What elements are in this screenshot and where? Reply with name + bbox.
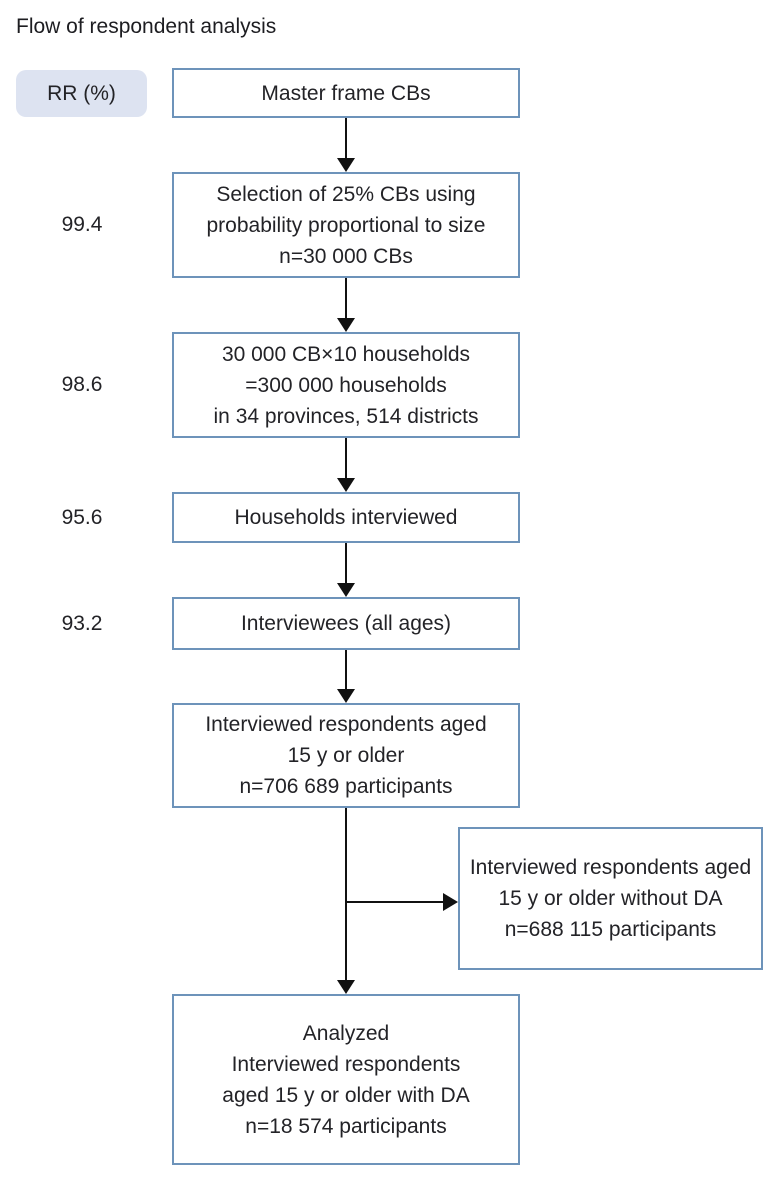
arrow-households-total-to-interviewed <box>337 438 355 492</box>
box-respondents-without-da-text: Interviewed respondents aged 15 y or old… <box>469 856 752 941</box>
box-households-total: 30 000 CB×10 households =300 000 househo… <box>172 332 520 438</box>
rr-value-interviewees: 93.2 <box>61 612 103 635</box>
rr-value-households-total: 98.6 <box>61 373 103 396</box>
box-respondents-without-da: Interviewed respondents aged 15 y or old… <box>458 827 763 970</box>
rr-value-households-interviewed: 95.6 <box>61 506 103 529</box>
box-respondents-15-or-older-text: Interviewed respondents aged 15 y or old… <box>205 713 487 798</box>
arrow-interviewees-to-15plus <box>337 650 355 703</box>
arrow-15plus-to-analyzed <box>337 808 355 994</box>
arrow-selection-to-households-total <box>337 278 355 332</box>
box-respondents-15-or-older: Interviewed respondents aged 15 y or old… <box>172 703 520 808</box>
arrow-interviewed-to-interviewees <box>337 543 355 597</box>
arrow-branch-to-without-da <box>346 893 458 911</box>
box-analyzed-with-da: Analyzed Interviewed respondents aged 15… <box>172 994 520 1165</box>
box-interviewees-all-ages: Interviewees (all ages) <box>172 597 520 650</box>
rr-percent-header-pill: RR (%) <box>16 70 147 117</box>
rr-percent-header-label: RR (%) <box>47 81 116 105</box>
figure-title: Flow of respondent analysis <box>16 15 277 38</box>
box-households-total-text: 30 000 CB×10 households =300 000 househo… <box>213 342 479 428</box>
box-households-interviewed-text: Households interviewed <box>234 506 458 529</box>
box-master-frame-cbs-text: Master frame CBs <box>261 81 431 105</box>
box-selection-25pct-cbs-text: Selection of 25% CBs using probability p… <box>206 182 486 268</box>
box-interviewees-all-ages-text: Interviewees (all ages) <box>240 612 452 635</box>
box-analyzed-with-da-text: Analyzed Interviewed respondents aged 15… <box>222 1021 470 1138</box>
box-selection-25pct-cbs: Selection of 25% CBs using probability p… <box>172 172 520 278</box>
rr-value-selection: 99.4 <box>61 213 103 236</box>
box-master-frame-cbs: Master frame CBs <box>172 68 520 118</box>
arrow-master-to-selection <box>337 118 355 172</box>
box-households-interviewed: Households interviewed <box>172 492 520 543</box>
